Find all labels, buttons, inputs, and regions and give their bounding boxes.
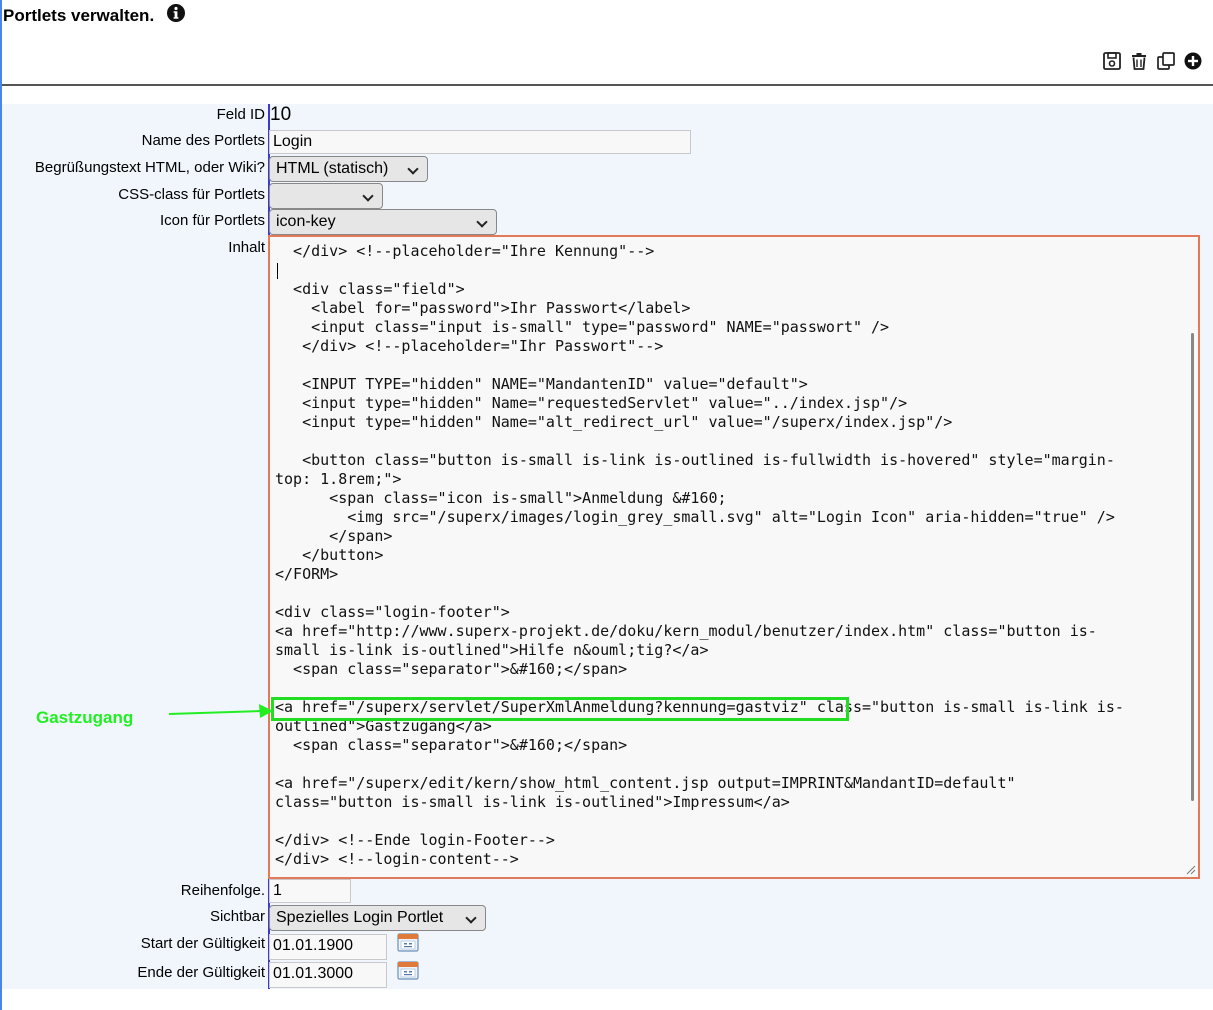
ende-label: Ende der Gültigkeit [137,964,265,981]
gastzugang-highlight [271,697,849,721]
chevron-down-icon [465,912,477,924]
editor-scrollbar[interactable] [1191,333,1194,801]
chevron-down-icon [362,190,374,202]
left-border [0,0,2,1010]
css-class-label: CSS-class für Portlets [118,186,265,203]
reihenfolge-input[interactable]: 1 [269,879,351,903]
inhalt-textarea[interactable]: </div> <!--placeholder="Ihre Kennung"-->… [268,235,1200,879]
ende-date-input[interactable]: 01.01.3000 [269,962,387,988]
start-label: Start der Gültigkeit [140,935,265,952]
feld-id-value: 10 [270,104,292,125]
editor-top-edge [270,237,1198,242]
chevron-down-icon [476,216,488,228]
icon-selected: icon-key [276,213,336,230]
text-caret [277,263,278,279]
calendar-icon[interactable] [397,932,419,952]
copy-button[interactable] [1156,51,1176,71]
begruessung-selected: HTML (statisch) [276,160,389,177]
header-divider [2,84,1213,86]
start-date-input[interactable]: 01.01.1900 [269,934,387,960]
icon-select[interactable]: icon-key [269,209,497,235]
delete-button[interactable] [1129,51,1149,71]
sichtbar-select[interactable]: Spezielles Login Portlet [269,905,486,931]
chevron-down-icon [407,163,419,175]
reihenfolge-label: Reihenfolge. [180,882,265,899]
save-button[interactable] [1102,51,1122,71]
icon-label: Icon für Portlets [159,212,265,229]
page-title: Portlets verwalten. [3,6,155,25]
begruessung-label: Begrüßungstext HTML, oder Wiki? [34,159,265,176]
resize-grip-icon[interactable] [1186,865,1196,875]
name-input[interactable]: Login [269,130,691,154]
gastzugang-annotation-label: Gastzugang [36,708,134,727]
sichtbar-selected: Spezielles Login Portlet [276,909,444,926]
css-class-select[interactable] [269,183,383,209]
calendar-icon[interactable] [397,960,419,980]
add-button[interactable] [1183,51,1203,71]
arrow-right-icon [168,704,273,718]
inhalt-label: Inhalt [228,239,265,256]
inhalt-content: </div> <!--placeholder="Ihre Kennung"-->… [275,242,1124,868]
feld-id-label: Feld ID [216,106,265,123]
info-circle-icon[interactable] [166,3,186,23]
sichtbar-label: Sichtbar [209,908,265,925]
name-label: Name des Portlets [141,132,265,149]
begruessung-select[interactable]: HTML (statisch) [269,156,428,182]
